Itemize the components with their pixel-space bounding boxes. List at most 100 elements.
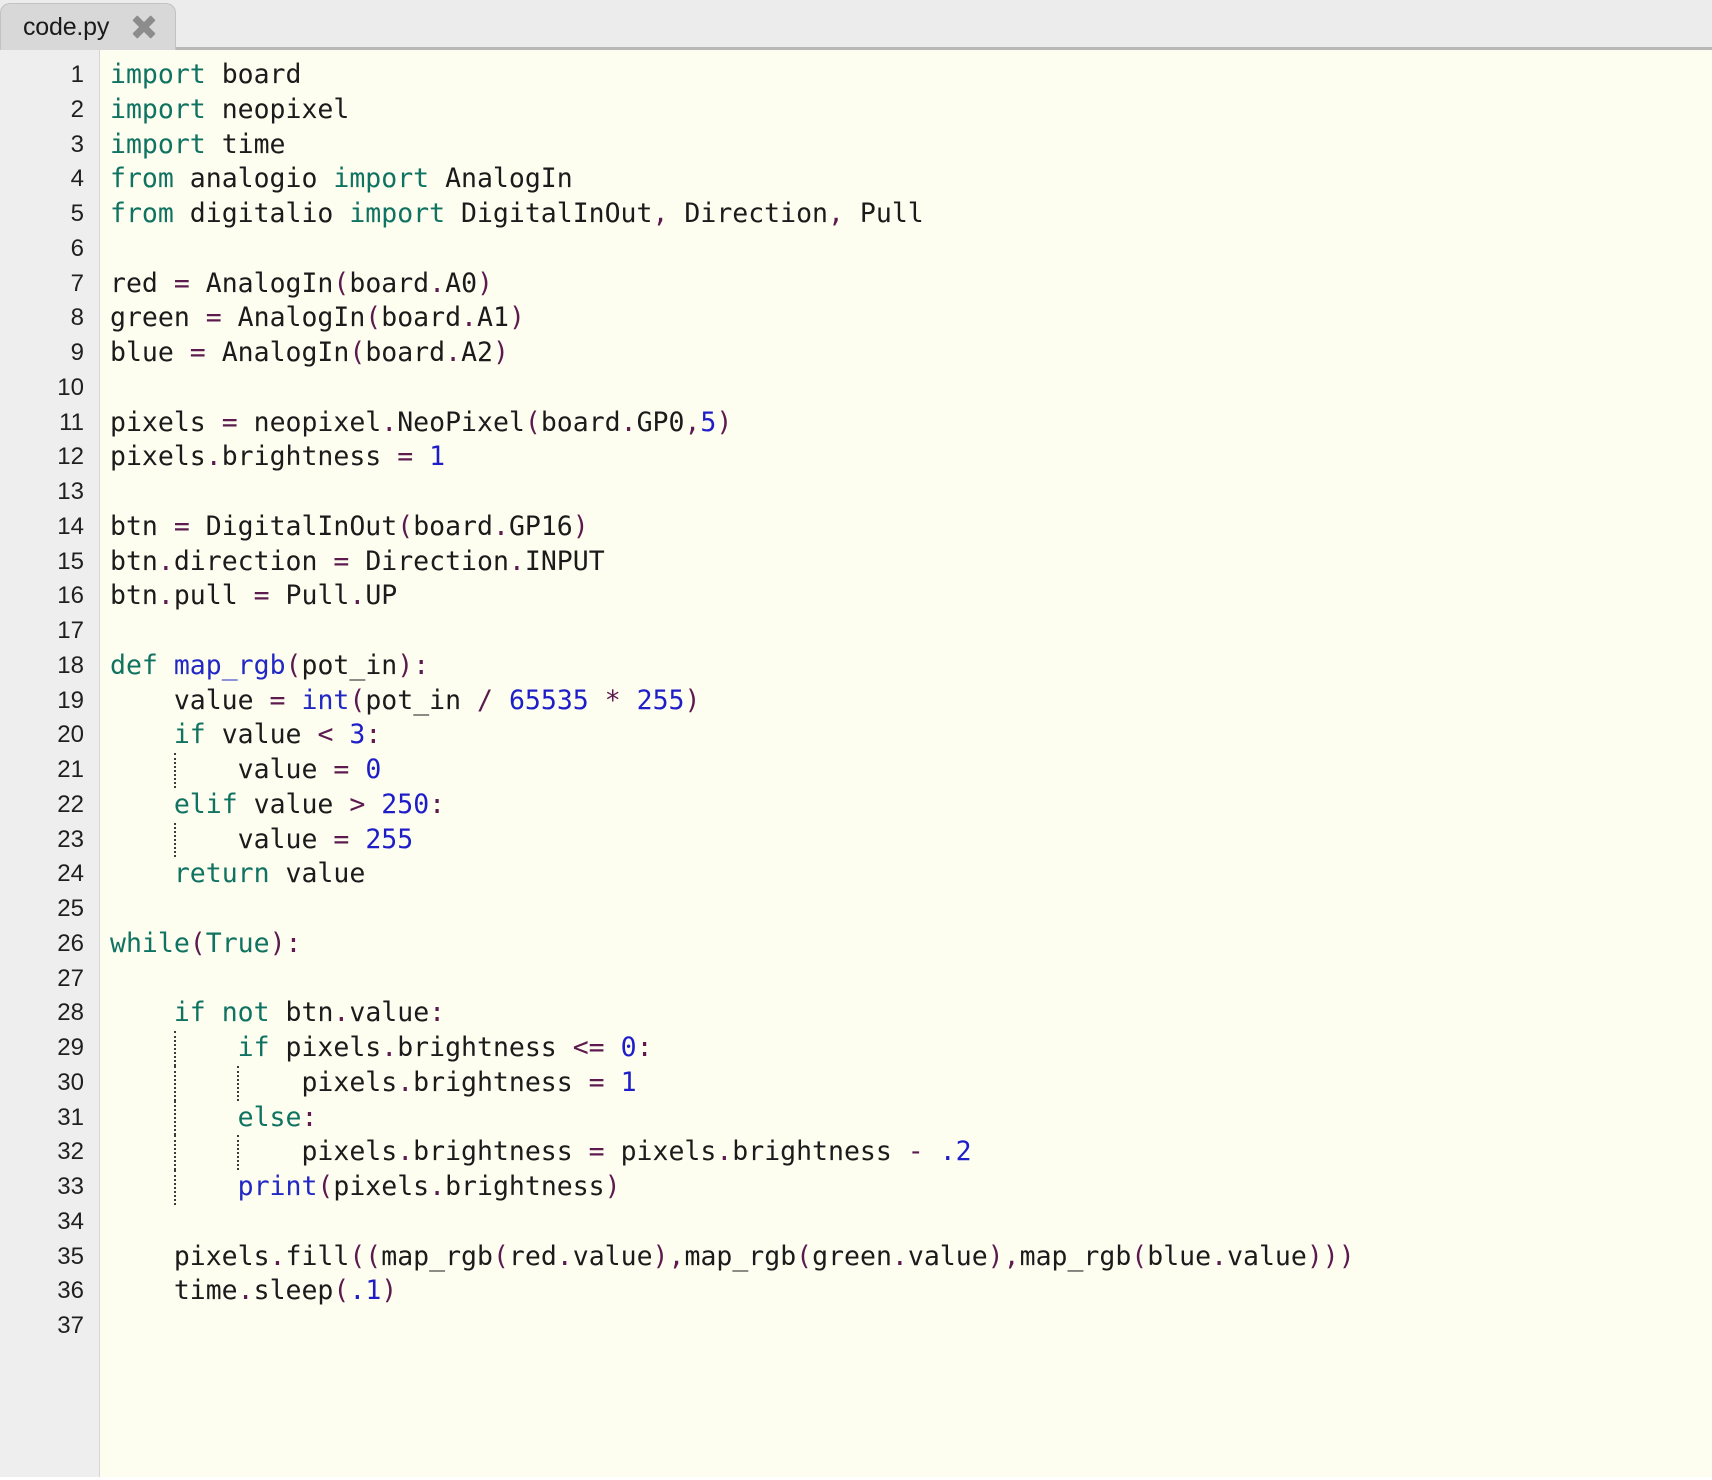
code-token: pixels [269,1032,382,1063]
code-line[interactable]: pixels.brightness = pixels.brightness - … [110,1135,1712,1170]
indent-guide [173,1031,176,1066]
code-token [493,685,509,716]
code-token: GP16 [508,510,573,542]
line-number: 12 [57,443,84,471]
code-token: = [333,823,350,855]
code-token: > [349,788,366,820]
code-token: A0 [445,267,478,299]
code-token: 255 [365,823,414,855]
code-line[interactable]: if pixels.brightness <= 0: [110,1031,1712,1066]
code-token: ( [189,927,206,959]
code-line[interactable]: btn = DigitalInOut(board.GP16) [110,510,1712,545]
indent-guide [237,1065,240,1101]
code-token: . [620,406,637,438]
editor-tab-code-py[interactable]: code.py [0,3,177,50]
code-line[interactable] [110,1309,1712,1344]
code-token: board [205,59,302,90]
line-number: 20 [57,721,84,749]
code-line[interactable] [110,614,1712,649]
code-token: time [205,128,286,160]
code-token: btn [110,580,158,612]
indent-guide [173,1135,176,1170]
code-token: ) [684,684,701,716]
code-token: A2 [461,337,493,368]
code-line[interactable] [110,475,1712,510]
code-line[interactable]: if not btn.value: [110,996,1712,1031]
code-line[interactable]: else: [110,1100,1712,1136]
code-line[interactable]: print(pixels.brightness) [110,1170,1712,1205]
line-number: 35 [57,1242,84,1270]
code-token: import [333,163,430,195]
code-line[interactable]: red = AnalogIn(board.A0) [110,267,1712,302]
code-token: . [429,1171,446,1202]
code-line[interactable] [110,962,1712,997]
code-token: . [381,1032,398,1063]
code-token [110,719,174,750]
code-line[interactable]: return value [110,857,1712,892]
code-token: 250 [381,788,430,820]
code-token [413,441,429,472]
code-token: ))) [1306,1240,1355,1272]
line-number: 37 [57,1312,84,1339]
code-line[interactable]: import board [110,58,1712,93]
code-token: ) [572,510,589,542]
code-token: . [397,1136,414,1168]
code-line[interactable] [110,371,1712,406]
code-line[interactable]: green = AnalogIn(board.A1) [110,301,1712,336]
code-token: True [205,927,270,959]
code-token: / [477,684,493,716]
code-token: ) [381,1275,398,1307]
code-token: from [110,163,174,195]
code-token: import [110,93,206,125]
code-token: < [317,719,334,751]
code-line[interactable]: pixels.brightness = 1 [110,1065,1712,1101]
line-number: 4 [70,165,84,193]
code-token: = [333,545,350,577]
code-line[interactable]: pixels.fill((map_rgb(red.value),map_rgb(… [110,1240,1712,1275]
code-token: def [110,649,158,681]
code-line[interactable] [110,232,1712,267]
close-icon[interactable] [131,14,157,40]
code-line[interactable]: import time [110,128,1712,163]
code-token: . [381,406,398,438]
code-token: brightness [413,1066,589,1098]
code-line[interactable]: value = 255 [110,822,1712,858]
code-line[interactable] [110,1205,1712,1240]
code-line[interactable]: if value < 3: [110,718,1712,753]
code-line[interactable]: from analogio import AnalogIn [110,162,1712,197]
code-token: ) [604,1171,621,1202]
code-token: from [110,198,174,229]
code-token: board [349,267,430,299]
code-line[interactable]: def map_rgb(pot_in): [110,649,1712,684]
code-token: fill [285,1240,350,1272]
line-number: 32 [57,1138,84,1166]
code-token: 65535 [508,684,589,716]
code-line[interactable]: import neopixel [110,93,1712,128]
code-token: btn [110,510,174,542]
code-line[interactable]: elif value > 250: [110,788,1712,823]
code-line[interactable]: from digitalio import DigitalInOut, Dire… [110,197,1712,232]
code-line[interactable] [110,892,1712,927]
line-number: 31 [57,1103,84,1131]
code-token: time [110,1275,238,1307]
line-number: 13 [57,478,84,505]
code-token: ( [333,267,350,299]
code-line[interactable]: while(True): [110,927,1712,962]
code-line[interactable]: value = 0 [110,753,1712,788]
code-line[interactable]: time.sleep(.1) [110,1274,1712,1309]
code-token: map_rgb [173,649,286,681]
code-line[interactable]: blue = AnalogIn(board.A2) [110,336,1712,371]
code-line[interactable]: pixels = neopixel.NeoPixel(board.GP0,5) [110,406,1712,441]
code-token: ) [477,267,493,299]
code-line[interactable]: value = int(pot_in / 65535 * 255) [110,684,1712,719]
line-number: 19 [57,686,84,714]
code-token: ( [1131,1240,1148,1272]
code-line[interactable]: btn.direction = Direction.INPUT [110,545,1712,580]
code-line[interactable]: btn.pull = Pull.UP [110,579,1712,614]
code-token: : [636,1032,653,1063]
line-number: 29 [57,1034,84,1061]
code-token [333,719,349,750]
code-line[interactable]: pixels.brightness = 1 [110,440,1712,475]
